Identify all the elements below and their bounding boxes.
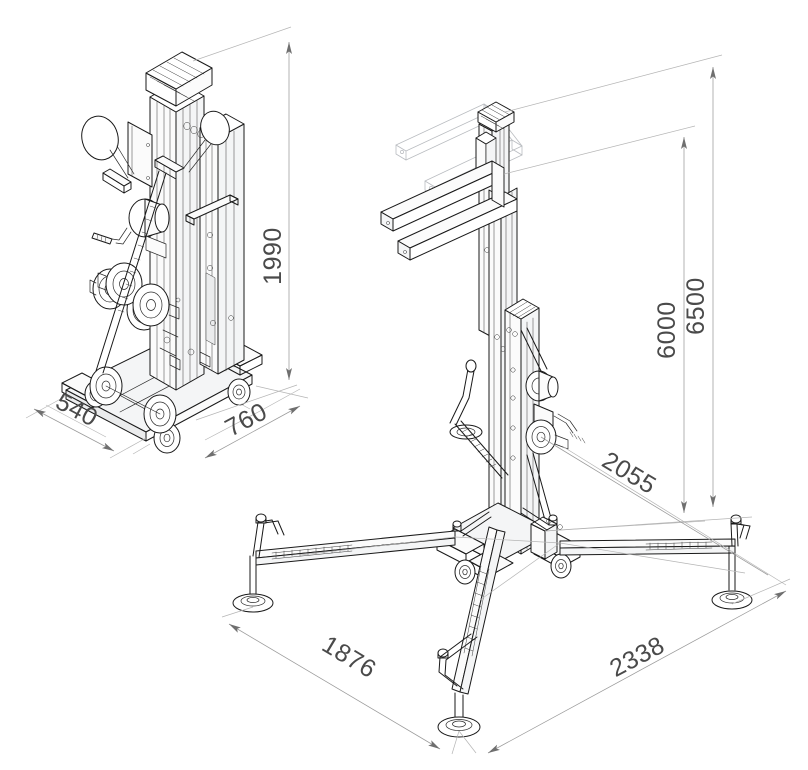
dimension-label-6500: 6500 [682,277,710,335]
folded-winch-assembly [91,198,180,327]
castor-wheel [227,378,251,406]
dimension-label-1990: 1990 [259,227,287,285]
dimension-label-6000: 6000 [653,301,681,359]
outrigger-foot-pad [232,555,274,613]
folded-mast [127,51,245,391]
outrigger-perforations [645,541,713,551]
castor-wheel [550,553,572,579]
deployed-ground-construction [299,536,746,601]
fork-arm-lower [397,191,518,261]
castor-wheel [454,559,476,585]
folded-hardware [163,315,234,371]
outrigger-pivot-knob [548,514,558,526]
dimension-height-fork: 6000 [503,125,706,532]
outrigger-perforations [271,544,353,560]
outrigger-pivot-knob [452,520,462,532]
fork-arm-right [154,110,230,180]
outrigger-perforations [463,565,490,657]
deployed-mast [475,101,540,555]
mast-head-sheaves [477,101,515,133]
fork-arm-mid [185,194,239,226]
fork-arm-left [81,115,135,194]
deployed-fork-arms [380,160,518,261]
folded-brace [95,170,179,374]
deployed-crank-handle [449,359,509,479]
folded-mast-head [145,51,213,107]
folded-fork-arms [81,110,239,226]
